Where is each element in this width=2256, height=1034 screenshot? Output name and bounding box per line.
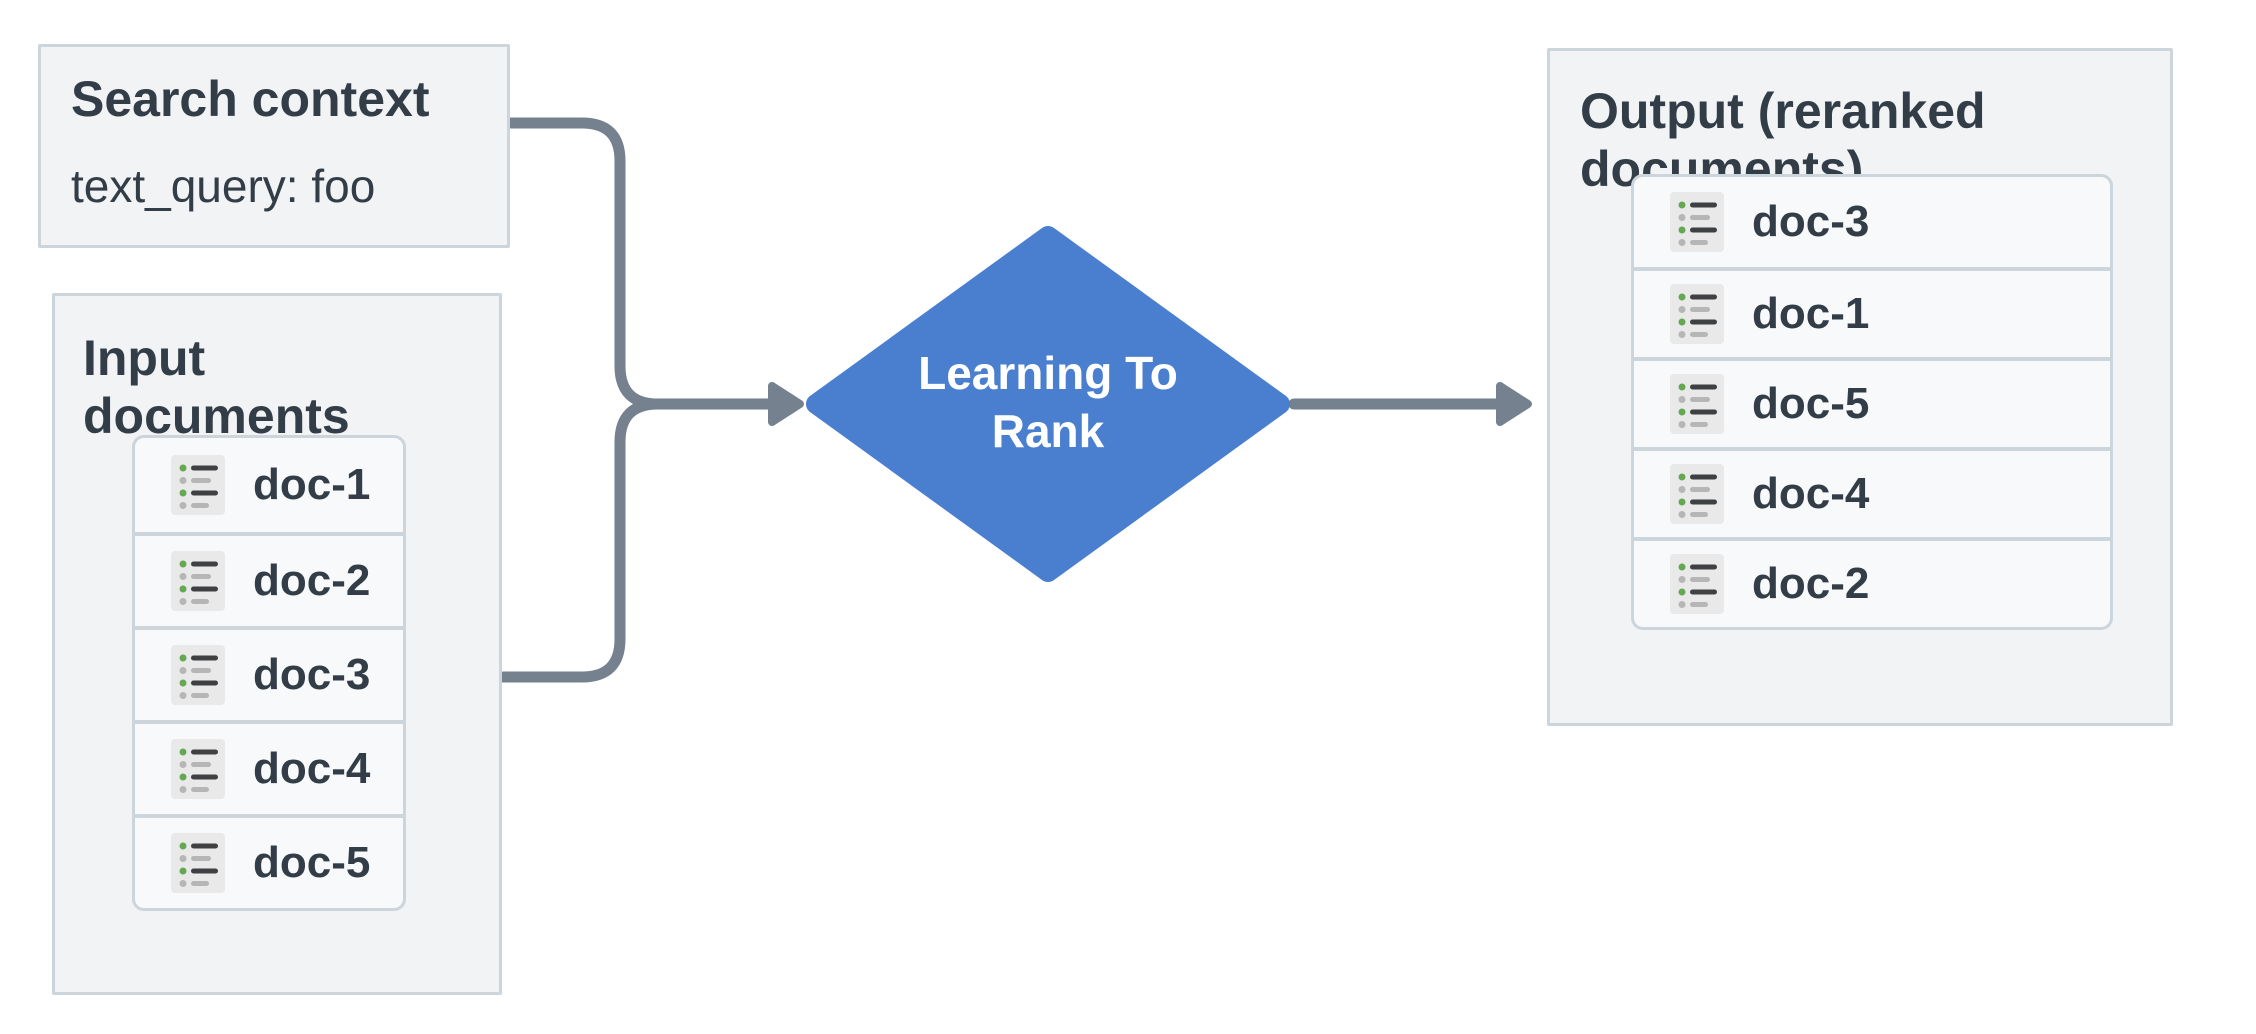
search-context-connector xyxy=(504,117,668,410)
document-label: doc-1 xyxy=(1752,289,1870,338)
ranker-label-line1: Learning To xyxy=(918,347,1178,399)
document-label: doc-5 xyxy=(253,838,371,887)
document-row: doc-5 xyxy=(135,814,403,908)
document-label: doc-4 xyxy=(1752,469,1870,518)
document-row: doc-4 xyxy=(135,720,403,814)
input-documents-panel: Input documents doc-1 xyxy=(52,293,502,995)
bulleted-list-icon xyxy=(171,455,225,515)
input-documents-title: Input documents xyxy=(83,330,350,444)
document-label: doc-3 xyxy=(1752,197,1870,246)
document-label: doc-5 xyxy=(1752,379,1870,428)
bulleted-list-icon xyxy=(1670,284,1724,344)
output-panel: Output (reranked documents) doc-3 xyxy=(1547,48,2173,726)
bulleted-list-icon xyxy=(171,833,225,893)
output-doc-list: doc-3 doc-1 xyxy=(1631,174,2113,630)
search-context-title: Search context xyxy=(71,71,430,127)
input-doc-list: doc-1 doc-2 xyxy=(132,435,406,911)
document-row: doc-3 xyxy=(135,626,403,720)
document-row: doc-1 xyxy=(135,438,403,532)
document-label: doc-4 xyxy=(253,744,371,793)
bulleted-list-icon xyxy=(171,739,225,799)
ranker-label-line2: Rank xyxy=(991,405,1105,457)
arrow-to-ranker-head xyxy=(768,382,804,426)
bulleted-list-icon xyxy=(1670,554,1724,614)
bulleted-list-icon xyxy=(1670,192,1724,252)
bulleted-list-icon xyxy=(171,551,225,611)
document-row: doc-2 xyxy=(135,532,403,626)
search-context-query: text_query: foo xyxy=(71,159,376,212)
document-row: doc-4 xyxy=(1634,447,2110,537)
bulleted-list-icon xyxy=(171,645,225,705)
document-row: doc-3 xyxy=(1634,177,2110,267)
document-label: doc-2 xyxy=(253,556,371,605)
document-label: doc-1 xyxy=(253,460,371,509)
document-label: doc-3 xyxy=(253,650,371,699)
search-context-panel: Search context text_query: foo xyxy=(38,44,510,248)
arrow-to-output-head xyxy=(1496,382,1532,426)
bulleted-list-icon xyxy=(1670,374,1724,434)
document-label: doc-2 xyxy=(1752,559,1870,608)
document-row: doc-1 xyxy=(1634,267,2110,357)
input-documents-connector xyxy=(497,398,668,683)
document-row: doc-5 xyxy=(1634,357,2110,447)
ranker-label: Learning To Rank xyxy=(848,344,1248,460)
bulleted-list-icon xyxy=(1670,464,1724,524)
ranker-diamond xyxy=(806,226,1290,582)
document-row: doc-2 xyxy=(1634,537,2110,627)
